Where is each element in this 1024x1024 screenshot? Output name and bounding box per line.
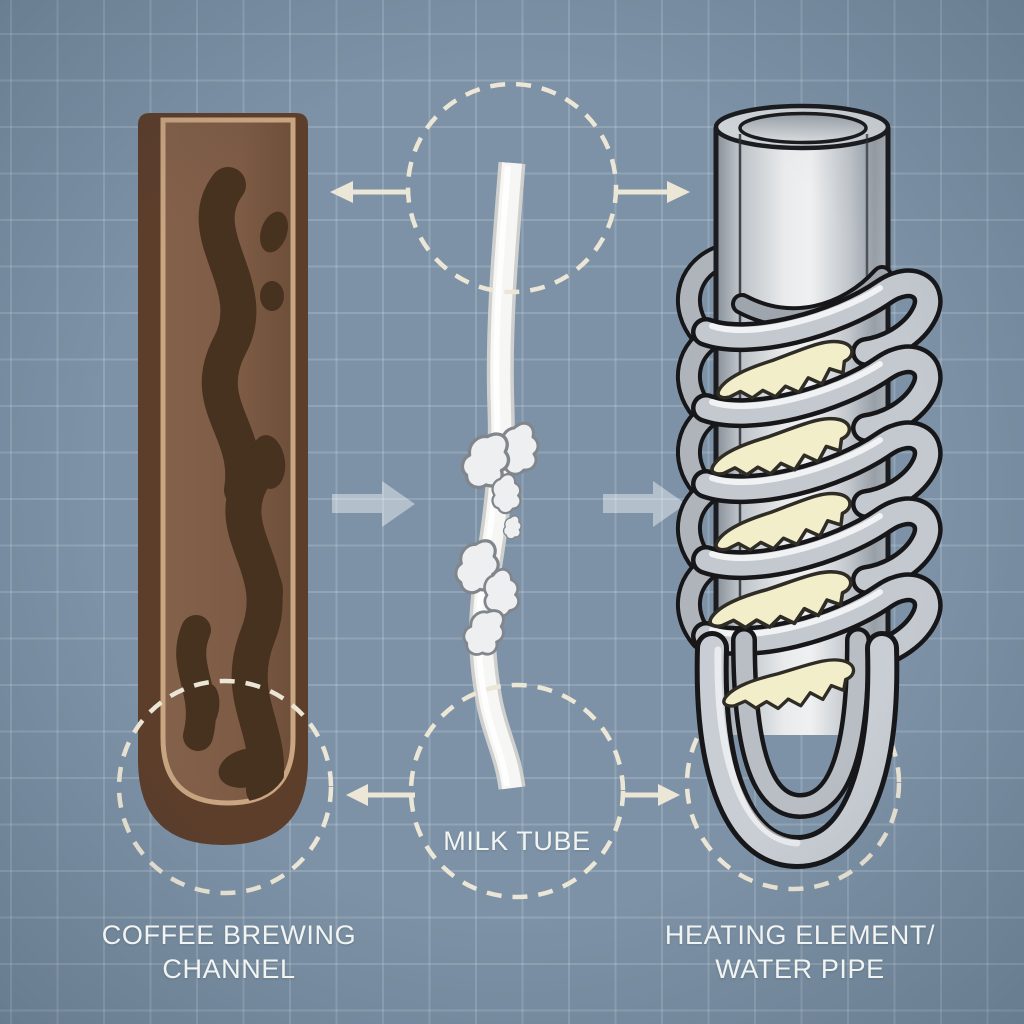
highlight-circle-coffee xyxy=(116,678,334,896)
heating-element-label: HEATING ELEMENT/ WATER PIPE xyxy=(630,918,970,986)
coffee-brewing-channel xyxy=(138,113,308,845)
flow-arrow-right-block xyxy=(603,481,686,527)
annotation-arrows xyxy=(330,181,690,806)
highlight-circle-top xyxy=(405,81,619,295)
milk-tube-label: MILK TUBE xyxy=(443,826,591,856)
heating-element-water-pipe xyxy=(676,103,943,870)
arrow-bottom-left-icon xyxy=(346,784,415,806)
coffee-channel-label-line1: COFFEE BREWING xyxy=(101,920,357,950)
heating-element-label-line1: HEATING ELEMENT/ xyxy=(664,920,936,950)
heating-element-label-line2: WATER PIPE xyxy=(715,954,885,984)
arrow-top-right-icon xyxy=(618,181,690,203)
flow-arrow-left-block xyxy=(332,481,415,527)
coffee-channel-label-line2: CHANNEL xyxy=(162,954,296,984)
coffee-residue xyxy=(176,167,288,803)
coffee-channel-label: COFFEE BREWING CHANNEL xyxy=(59,918,399,986)
milk-tube xyxy=(451,161,540,790)
arrow-top-left-icon xyxy=(330,181,408,203)
heating-coil xyxy=(691,268,943,671)
pipe-bottom-loop xyxy=(694,627,900,870)
arrow-bottom-right-icon xyxy=(622,784,680,806)
highlight-circle-milk xyxy=(408,682,626,900)
